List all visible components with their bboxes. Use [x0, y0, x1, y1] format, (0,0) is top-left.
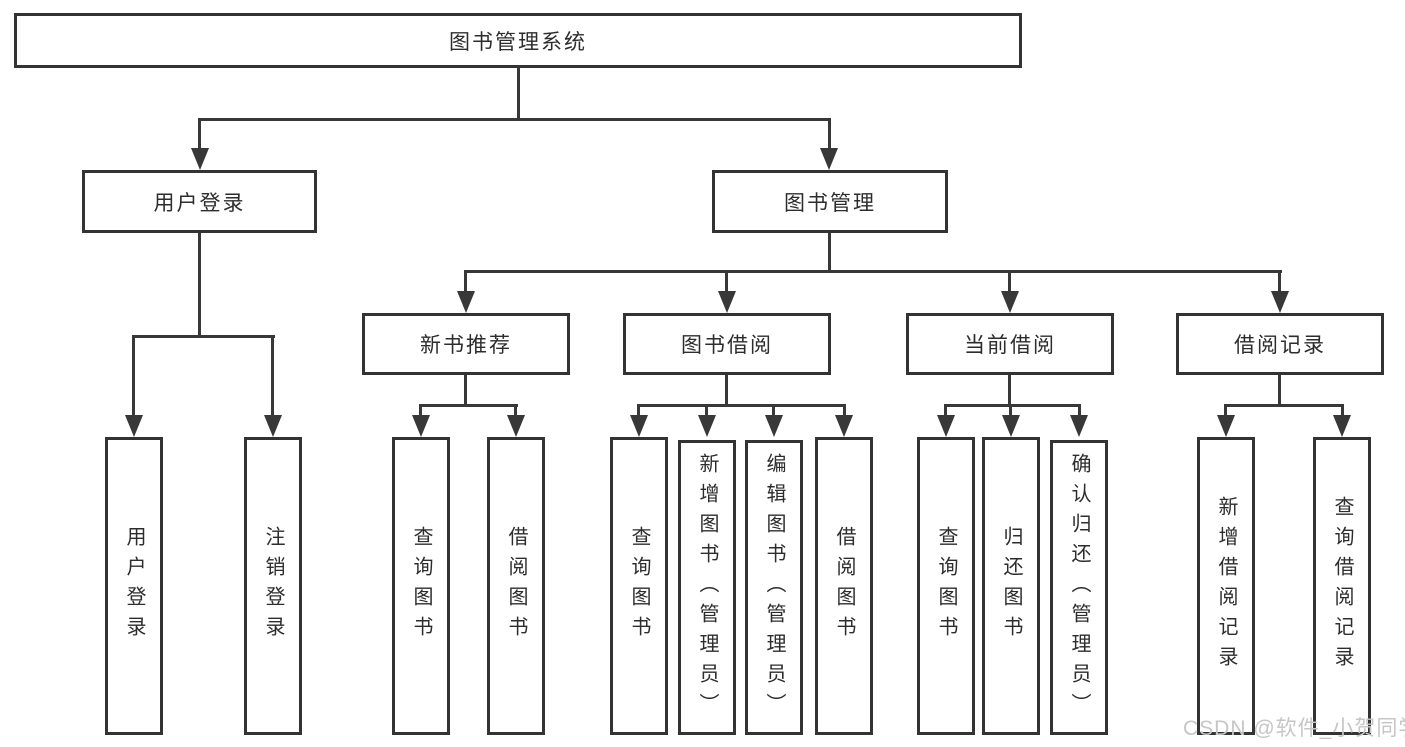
node-new-book-recommend-label: 新书推荐	[420, 334, 512, 357]
leaf-edit-books-admin: 编辑图书（管理员）	[745, 440, 803, 735]
connector-line	[725, 270, 728, 293]
leaf-add-books-admin: 新增图书（管理员）	[678, 440, 736, 735]
node-borrow-records-label: 借阅记录	[1234, 334, 1326, 357]
connector-line	[828, 233, 831, 272]
connector-line	[419, 404, 518, 407]
connector-line	[637, 404, 846, 407]
leaf-borrow-books-label: 借阅图书	[833, 526, 855, 646]
connector-line	[637, 404, 640, 416]
arrow-down-icon	[125, 415, 143, 437]
node-current-borrow: 当前借阅	[906, 313, 1114, 375]
leaf-borrow-query-books: 查询图书	[610, 437, 668, 735]
connector-line	[514, 404, 517, 416]
node-new-book-recommend: 新书推荐	[362, 313, 570, 375]
arrow-down-icon	[820, 148, 838, 170]
node-user-login-label: 用户登录	[153, 191, 246, 215]
leaf-query-borrow-record: 查询借阅记录	[1313, 437, 1371, 735]
leaf-recommend-query-books-label: 查询图书	[410, 526, 432, 646]
leaf-edit-books-admin-label: 编辑图书（管理员）	[763, 452, 785, 723]
connector-line	[464, 270, 467, 293]
connector-line	[271, 335, 274, 417]
connector-line	[1278, 270, 1281, 293]
leaf-user-login: 用户登录	[105, 437, 163, 735]
leaf-logout: 注销登录	[244, 437, 302, 735]
csdn-watermark: CSDN @软件_小贺同学	[1183, 717, 1405, 740]
node-book-management: 图书管理	[712, 170, 948, 233]
connector-line	[1224, 404, 1227, 416]
node-borrow-records: 借阅记录	[1176, 313, 1384, 375]
arrow-down-icon	[1001, 291, 1019, 313]
connector-line	[464, 375, 467, 407]
leaf-confirm-return-admin-label: 确认归还（管理员）	[1068, 452, 1090, 723]
connector-line	[1224, 404, 1344, 407]
connector-line	[517, 68, 520, 120]
leaf-recommend-query-books: 查询图书	[392, 437, 450, 735]
leaf-query-borrow-record-label: 查询借阅记录	[1331, 496, 1353, 676]
arrow-down-icon	[765, 415, 783, 437]
arrow-down-icon	[1070, 415, 1088, 437]
arrow-down-icon	[507, 415, 525, 437]
leaf-logout-label: 注销登录	[262, 526, 284, 646]
connector-line	[772, 404, 775, 416]
arrow-down-icon	[412, 415, 430, 437]
leaf-return-books: 归还图书	[982, 437, 1040, 735]
arrow-down-icon	[718, 291, 736, 313]
connector-line	[944, 404, 1081, 407]
node-book-borrow: 图书借阅	[623, 313, 831, 375]
node-user-login: 用户登录	[82, 170, 317, 233]
leaf-add-books-admin-label: 新增图书（管理员）	[696, 452, 718, 723]
arrow-down-icon	[835, 415, 853, 437]
connector-line	[1078, 404, 1081, 416]
arrow-down-icon	[698, 415, 716, 437]
connector-line	[1008, 270, 1011, 293]
arrow-down-icon	[1333, 415, 1351, 437]
connector-line	[944, 404, 947, 416]
leaf-confirm-return-admin: 确认归还（管理员）	[1050, 440, 1108, 735]
connector-line	[843, 404, 846, 416]
arrow-down-icon	[937, 415, 955, 437]
leaf-add-borrow-record: 新增借阅记录	[1197, 437, 1255, 735]
connector-line	[132, 335, 275, 338]
leaf-recommend-borrow-books-label: 借阅图书	[505, 526, 527, 646]
leaf-current-query-books-label: 查询图书	[935, 526, 957, 646]
leaf-add-borrow-record-label: 新增借阅记录	[1215, 496, 1237, 676]
arrow-down-icon	[191, 148, 209, 170]
connector-line	[198, 118, 201, 150]
connector-line	[1278, 375, 1281, 407]
leaf-borrow-query-books-label: 查询图书	[628, 526, 650, 646]
connector-line	[1009, 404, 1012, 416]
connector-line	[198, 118, 831, 121]
arrow-down-icon	[457, 291, 475, 313]
connector-line	[1341, 404, 1344, 416]
node-book-borrow-label: 图书借阅	[681, 334, 773, 357]
connector-line	[132, 335, 135, 417]
connector-line	[464, 270, 1282, 273]
leaf-return-books-label: 归还图书	[1000, 526, 1022, 646]
connector-line	[1008, 375, 1011, 407]
leaf-user-login-label: 用户登录	[123, 526, 145, 646]
leaf-recommend-borrow-books: 借阅图书	[487, 437, 545, 735]
node-root-label: 图书管理系统	[449, 30, 587, 54]
node-book-management-label: 图书管理	[784, 191, 876, 215]
connector-line	[705, 404, 708, 416]
arrow-down-icon	[1002, 415, 1020, 437]
leaf-current-query-books: 查询图书	[917, 437, 975, 735]
connector-line	[198, 233, 201, 337]
leaf-borrow-books: 借阅图书	[815, 437, 873, 735]
connector-line	[725, 375, 728, 407]
connector-line	[419, 404, 422, 416]
arrow-down-icon	[264, 415, 282, 437]
arrow-down-icon	[630, 415, 648, 437]
node-root: 图书管理系统	[14, 13, 1022, 68]
arrow-down-icon	[1217, 415, 1235, 437]
arrow-down-icon	[1271, 291, 1289, 313]
node-current-borrow-label: 当前借阅	[964, 334, 1056, 357]
connector-line	[828, 118, 831, 150]
